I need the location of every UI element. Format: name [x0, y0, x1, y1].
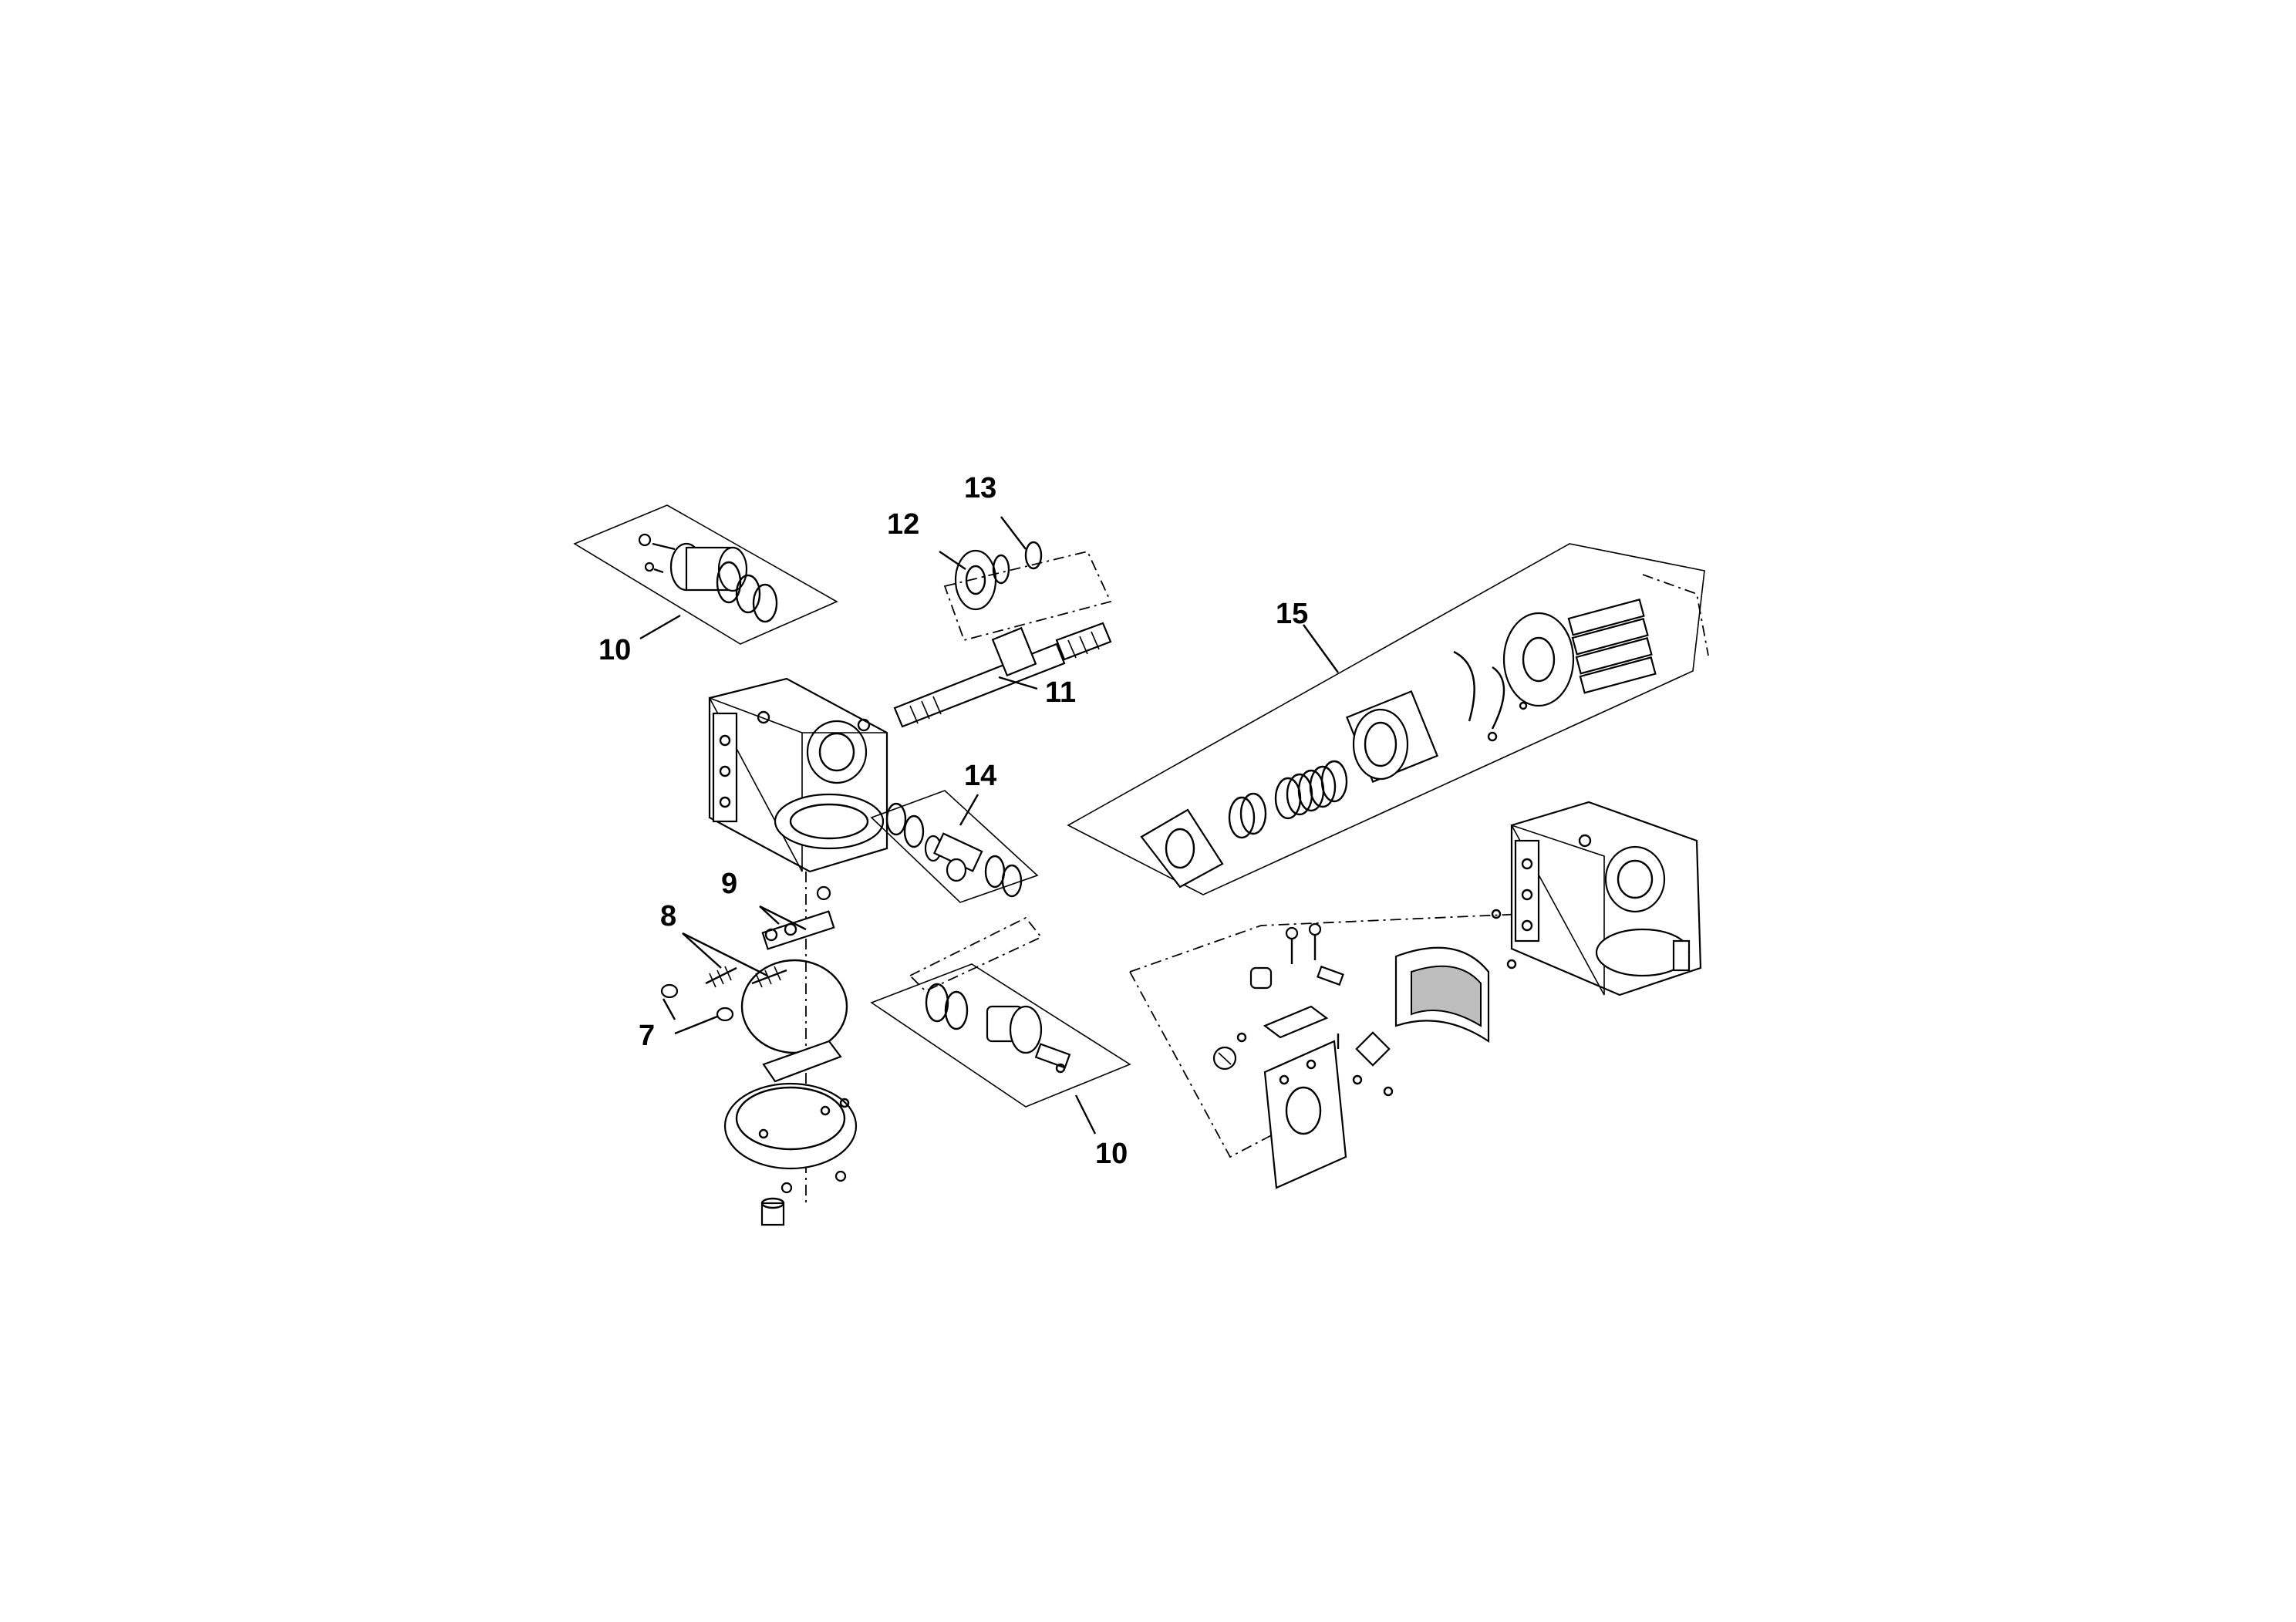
- callout-11: 11: [1045, 676, 1076, 709]
- bearing-group-outline: [943, 550, 1112, 642]
- leader-9b: [759, 905, 807, 931]
- sub-assembly-10-top: [573, 504, 838, 645]
- leader-8b: [682, 932, 768, 977]
- callout-10-bottom: 10: [1095, 1138, 1128, 1170]
- leader-10-top: [639, 614, 681, 640]
- rotary-group-dash: [1642, 574, 1709, 656]
- callout-15: 15: [1276, 598, 1308, 630]
- leader-9a: [759, 905, 780, 925]
- servo-small-parts: [1212, 909, 1517, 1097]
- control-parts: [660, 885, 858, 1226]
- leader-13: [1000, 516, 1027, 550]
- leader-8a: [682, 932, 722, 969]
- leader-15: [1303, 624, 1339, 673]
- main-housing-left: [708, 677, 888, 873]
- leader-11: [998, 676, 1038, 690]
- callout-10-top: 10: [598, 634, 631, 666]
- spring-8a: [705, 966, 737, 988]
- leader-12: [939, 551, 966, 570]
- bearing-12: [954, 549, 1010, 611]
- brake-shell: [1394, 946, 1490, 1044]
- callout-7: 7: [639, 1020, 655, 1052]
- callout-13: 13: [964, 472, 996, 504]
- rotary-group-15: [1140, 599, 1657, 889]
- leader-10-bottom: [1074, 1094, 1097, 1135]
- callout-14: 14: [964, 760, 996, 792]
- callout-8: 8: [660, 900, 676, 932]
- spring-8b: [751, 966, 787, 988]
- drive-shaft-11: [893, 622, 1112, 728]
- right-housing: [1510, 801, 1702, 996]
- leader-7a: [662, 998, 676, 1020]
- callout-9: 9: [721, 868, 737, 900]
- leader-7b: [674, 1015, 718, 1035]
- leader-14: [959, 794, 979, 826]
- sub-assembly-14: [870, 790, 1039, 903]
- retaining-ring-13: [1024, 541, 1043, 570]
- sub-assembly-10-bottom: [870, 963, 1131, 1108]
- servo-cover: [1263, 1040, 1347, 1189]
- callout-12: 12: [887, 508, 919, 541]
- servo-group-dash-top: [1129, 913, 1524, 973]
